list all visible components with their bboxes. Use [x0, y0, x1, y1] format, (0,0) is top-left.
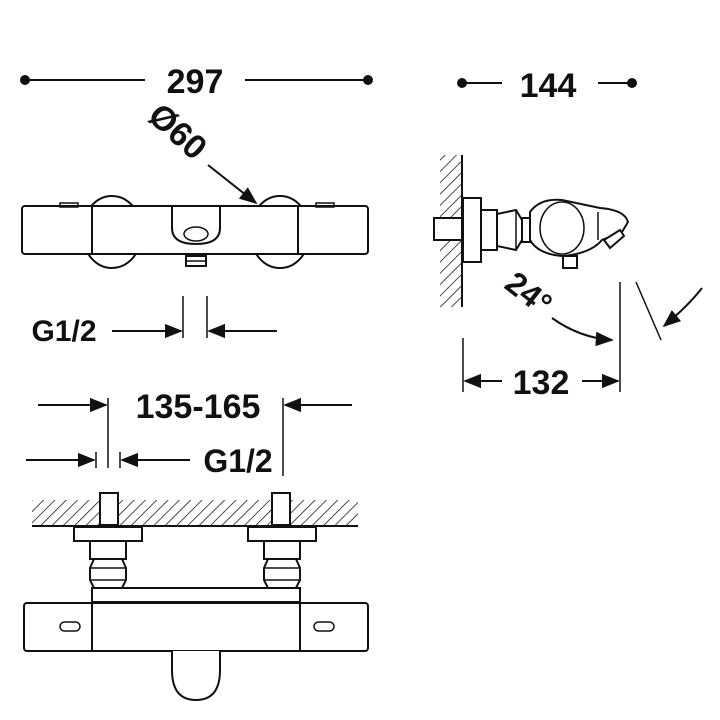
center-diverter	[171, 207, 221, 246]
top-wall-hatch	[32, 500, 358, 526]
right-flange	[247, 526, 317, 542]
left-nut	[89, 558, 127, 589]
dim-297: 297	[167, 63, 224, 101]
dim-24-deg: 24°	[499, 264, 559, 322]
spout-tip	[602, 228, 626, 250]
right-nut	[263, 558, 301, 589]
front-view: 297 Ø60 G1/2	[20, 63, 373, 348]
dim-g12-front: G1/2	[31, 315, 96, 348]
dim-g12-bottom: G1/2	[203, 443, 272, 479]
top-view: 135-165 G1/2	[23, 388, 369, 702]
dim-135-165: 135-165	[136, 388, 261, 426]
dim-132: 132	[513, 364, 570, 402]
left-flange	[73, 526, 143, 542]
wall-connector	[462, 197, 482, 263]
top-spout	[171, 651, 221, 702]
diameter-leader	[207, 164, 258, 205]
top-mixer-body	[23, 602, 369, 652]
left-slot	[59, 621, 81, 632]
side-view: 144 24° 132	[433, 67, 703, 402]
right-slot	[313, 621, 335, 632]
side-body	[529, 198, 630, 258]
dim-144: 144	[520, 67, 577, 105]
dim-diameter-60: Ø60	[141, 96, 214, 167]
nut	[496, 208, 523, 252]
